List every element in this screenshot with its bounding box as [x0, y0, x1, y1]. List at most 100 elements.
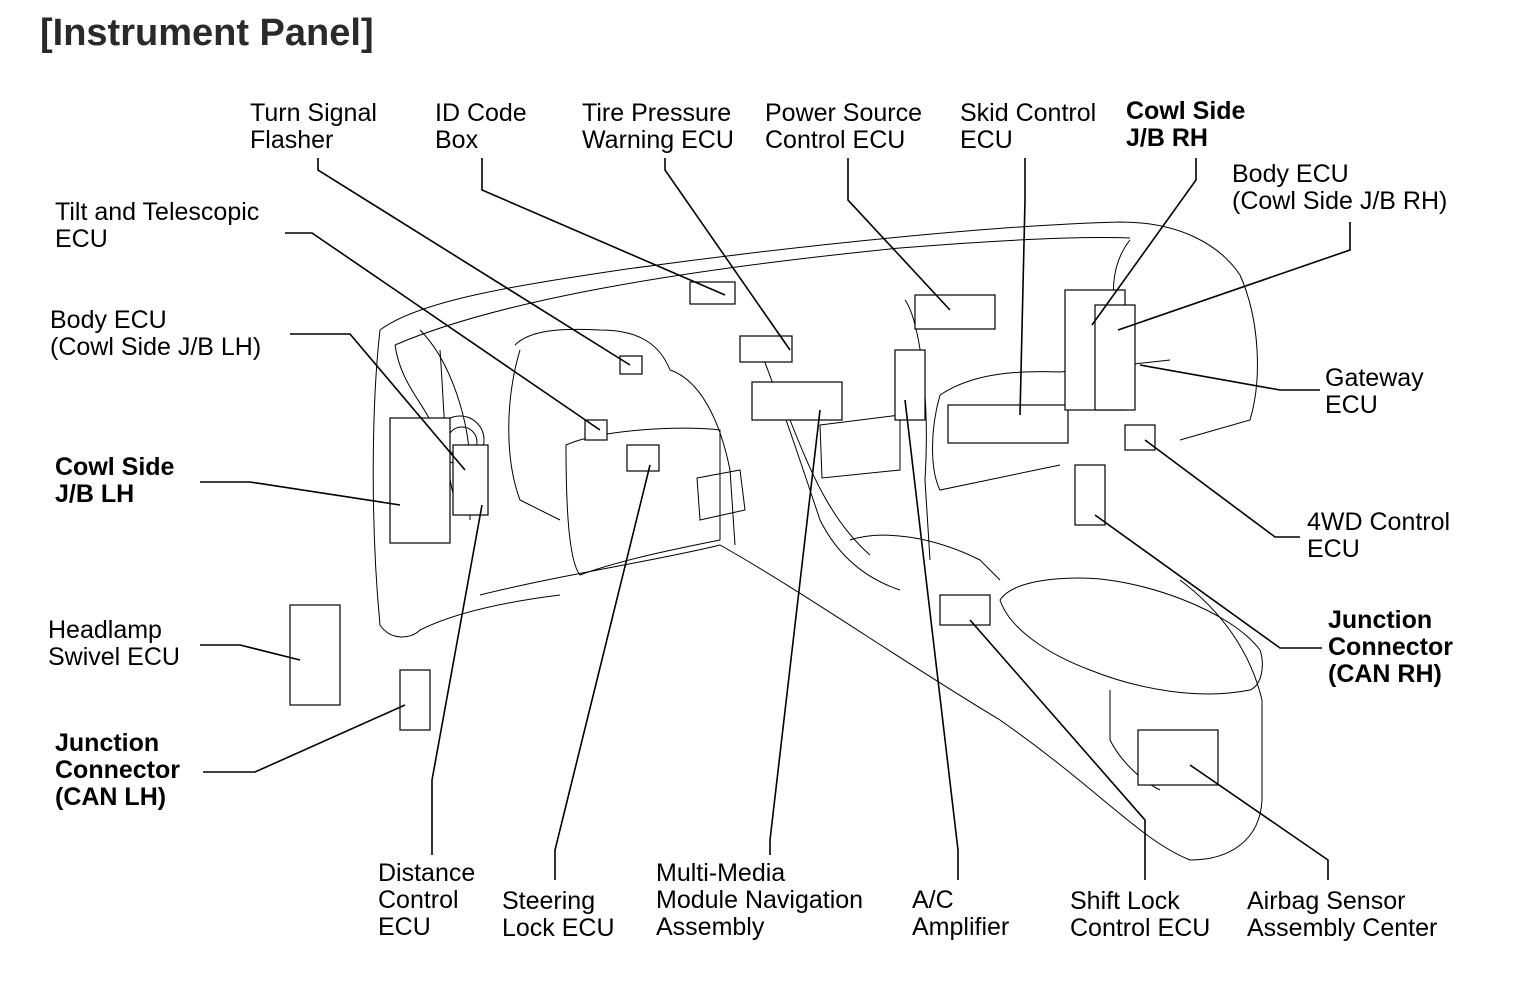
- tilt-telescopic-ecu-part: [584, 419, 608, 441]
- label-line: ECU: [378, 913, 431, 941]
- label-line: Warning ECU: [582, 126, 734, 154]
- leader-headlamp-swivel: [200, 644, 301, 661]
- label-line: Skid Control: [960, 99, 1097, 127]
- label-line: (CAN RH): [1328, 660, 1442, 688]
- label-line: Airbag Sensor: [1247, 887, 1406, 915]
- leader-id-code-box: [481, 158, 726, 296]
- label-line: A/C: [912, 886, 954, 914]
- label-line: 4WD Control: [1307, 508, 1451, 536]
- shift-lock-control-ecu-part: [939, 594, 991, 626]
- diagram-title: [Instrument Panel]: [40, 12, 374, 54]
- tire-pressure-warning-ecu-part: [739, 335, 793, 363]
- label-line: J/B LH: [55, 480, 135, 508]
- leader-lines: [200, 158, 1351, 880]
- label-line: Multi-Media: [656, 859, 786, 887]
- turn-signal-flasher-part: [619, 355, 643, 375]
- leader-ac-amplifier: [904, 399, 959, 880]
- leader-multi-media: [769, 409, 821, 855]
- leader-shift-lock: [969, 619, 1146, 880]
- label-line: Connector: [55, 756, 180, 784]
- leader-tire-pressure: [664, 158, 791, 351]
- leader-junction-connector-lh: [203, 704, 406, 773]
- label-line: Assembly Center: [1247, 914, 1438, 942]
- 4wd-control-ecu-part: [1124, 424, 1156, 451]
- leader-distance-control: [431, 504, 483, 855]
- label-line: Swivel ECU: [48, 643, 180, 671]
- ac-amplifier-part: [894, 349, 926, 421]
- label-line: Steering: [502, 887, 596, 915]
- label-line: Control ECU: [765, 126, 906, 154]
- label-line: Cowl Side: [55, 453, 175, 481]
- label-line: Turn Signal: [250, 99, 377, 127]
- label-line: (CAN LH): [55, 783, 167, 811]
- label-line: Control: [378, 886, 459, 914]
- body-ecu-rh-part: [1094, 304, 1136, 411]
- label-line: Module Navigation: [656, 886, 864, 914]
- id-code-box-part: [689, 281, 736, 305]
- label-line: (Cowl Side J/B LH): [50, 333, 262, 361]
- label-line: Control ECU: [1070, 914, 1211, 942]
- label-line: (Cowl Side J/B RH): [1232, 187, 1448, 215]
- junction-connector-can-lh-part: [399, 669, 431, 731]
- label-line: Power Source: [765, 99, 923, 127]
- label-line: Body ECU: [50, 306, 167, 334]
- power-source-control-ecu-part: [914, 294, 996, 330]
- label-line: Gateway: [1325, 364, 1424, 392]
- cowl-side-jb-lh-part: [389, 417, 451, 544]
- label-line: Lock ECU: [502, 914, 615, 942]
- label-line: Cowl Side: [1126, 97, 1246, 125]
- leader-body-ecu-rh: [1117, 222, 1351, 331]
- leader-skid-control: [1019, 158, 1026, 416]
- leader-steering-lock: [554, 464, 651, 880]
- leader-cowl-side-jb-lh: [200, 481, 401, 506]
- junction-connector-can-rh-part: [1074, 464, 1106, 526]
- label-line: Tire Pressure: [582, 99, 732, 127]
- steering-lock-ecu-part: [626, 444, 660, 472]
- label-line: ECU: [1325, 391, 1378, 419]
- label-body-ecu-rh: Body ECU(Cowl Side J/B RH): [1232, 161, 1447, 215]
- label-line: ECU: [1307, 535, 1360, 563]
- label-line: Connector: [1328, 633, 1453, 661]
- leader-airbag-sensor: [1189, 764, 1329, 880]
- leader-tilt-telescopic: [285, 232, 601, 431]
- leader-4wd-control: [1144, 439, 1300, 538]
- headlamp-swivel-ecu-part: [289, 604, 341, 706]
- label-body-ecu-lh: Body ECU(Cowl Side J/B LH): [50, 307, 261, 361]
- leader-turn-signal-flasher: [317, 158, 631, 366]
- label-line: ECU: [55, 225, 108, 253]
- body-ecu-lh-part: [452, 444, 489, 516]
- label-line: Headlamp: [48, 616, 162, 644]
- leader-junction-connector-rh: [1094, 514, 1322, 649]
- components: [289, 281, 1219, 786]
- multi-media-module-part: [751, 381, 843, 421]
- skid-control-ecu-part: [947, 404, 1069, 444]
- leader-body-ecu-lh: [290, 333, 466, 471]
- leader-gateway-ecu: [1139, 364, 1320, 391]
- label-line: Distance: [378, 859, 476, 887]
- label-line: Box: [435, 126, 479, 154]
- label-line: Junction: [55, 729, 160, 757]
- label-line: J/B RH: [1126, 124, 1208, 152]
- label-line: ECU: [960, 126, 1013, 154]
- label-line: Amplifier: [912, 913, 1010, 941]
- leader-power-source: [847, 158, 951, 311]
- label-line: Shift Lock: [1070, 887, 1180, 915]
